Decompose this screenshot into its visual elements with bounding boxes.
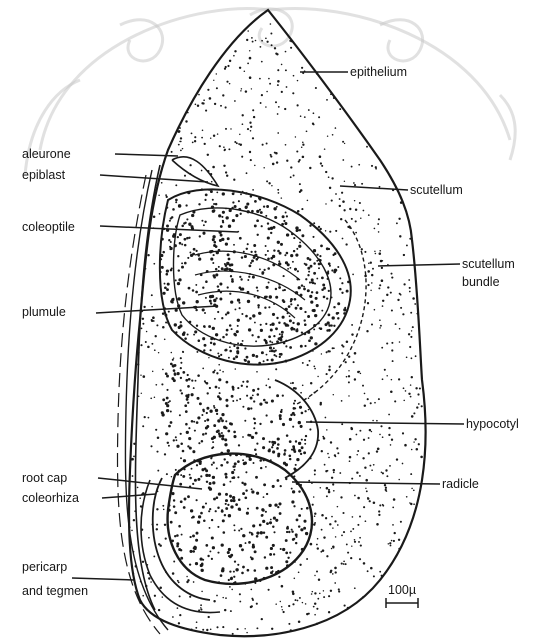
label-scutellum: scutellum — [410, 183, 463, 197]
label-epithelium: epithelium — [350, 65, 407, 79]
label-scutellum-bundle-line1: scutellum — [462, 257, 515, 271]
leader-scutellum-bundle — [378, 264, 460, 266]
label-aleurone: aleurone — [22, 147, 71, 161]
tissue-stippling — [129, 23, 423, 635]
leader-lines — [72, 72, 464, 580]
label-pericarp-line2: and tegmen — [22, 584, 88, 598]
leader-radicle — [292, 482, 440, 484]
label-scutellum-bundle-line2: bundle — [462, 275, 500, 289]
label-scale: 100µ — [388, 583, 416, 597]
leader-root-cap — [98, 478, 202, 489]
labels: epithelium aleurone epiblast scutellum c… — [22, 65, 519, 598]
label-plumule: plumule — [22, 305, 66, 319]
leader-pericarp — [72, 578, 134, 580]
label-radicle: radicle — [442, 477, 479, 491]
leader-hypocotyl — [306, 422, 464, 424]
leader-plumule — [96, 306, 218, 313]
leader-aleurone — [115, 154, 178, 156]
university-seal-watermark-icon — [25, 9, 515, 175]
scale-bar — [386, 598, 418, 608]
label-coleoptile: coleoptile — [22, 220, 75, 234]
root-cap-outline — [153, 478, 210, 600]
coleorhiza-outline — [141, 480, 220, 613]
label-coleorhiza: coleorhiza — [22, 491, 79, 505]
leader-scutellum — [340, 186, 408, 190]
label-hypocotyl: hypocotyl — [466, 417, 519, 431]
pericarp-line-1 — [135, 165, 160, 610]
label-pericarp-line1: pericarp — [22, 560, 67, 574]
outer-outline — [129, 10, 426, 636]
embryo-drawing — [117, 10, 425, 636]
label-root-cap: root cap — [22, 471, 67, 485]
label-epiblast: epiblast — [22, 168, 66, 182]
